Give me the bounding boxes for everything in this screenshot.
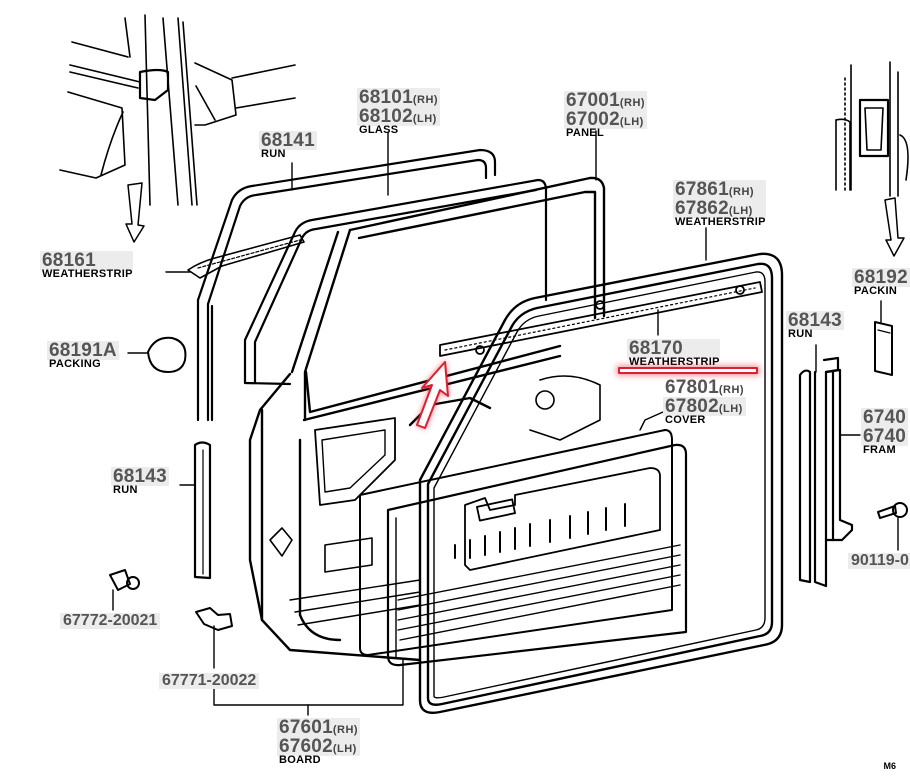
part-number: 67862 [675, 198, 729, 219]
part-name: COVER [665, 414, 706, 426]
part-number: 67002 [566, 109, 620, 130]
part-name: BOARD [279, 754, 321, 766]
weatherstrip-67861-ring [418, 252, 784, 714]
part-name: RUN [113, 484, 138, 496]
highlight-arrow [416, 361, 449, 429]
label-run-right: 68143 RUN [786, 311, 844, 340]
label-weatherstrip-upper: 68161 WEATHERSTRIP [40, 251, 133, 280]
label-board: 67601(RH) 67602(LH) BOARD [277, 717, 361, 766]
run-68141-outline [196, 148, 497, 422]
label-cover: 67801(RH) 67802(LH) COVER [663, 377, 747, 426]
part-name: WEATHERSTRIP [629, 356, 720, 368]
part-name: RUN [261, 148, 286, 160]
label-weatherstrip-door: 67861(RH) 67862(LH) WEATHERSTRIP [673, 180, 766, 228]
side-indicator: (LH) [332, 743, 357, 755]
code-screw: 67772-20021 [60, 613, 161, 629]
part-number: 68102 [359, 106, 413, 127]
side-indicator: (RH) [412, 94, 439, 106]
part-number: 68191A [49, 340, 117, 361]
label-glass: 68101(RH) 68102(LH) GLASS [357, 87, 441, 136]
part-number: 67861 [675, 179, 729, 200]
side-indicator: (LH) [619, 116, 644, 128]
side-indicator: (RH) [332, 724, 359, 736]
side-indicator: (LH) [412, 113, 437, 125]
packing-68192-detail [877, 329, 891, 334]
part-name: FRAM [863, 444, 896, 456]
vehicle-body-context-right [835, 61, 909, 197]
frame-6740-channel [824, 368, 854, 542]
weatherstrip-68170-shape [439, 281, 763, 357]
part-number: 68170 [629, 338, 683, 359]
screw-67772-shape [109, 569, 140, 591]
label-run-upper: 68141 RUN [259, 131, 317, 160]
part-name: WEATHERSTRIP [675, 216, 766, 228]
part-name: PACKING [49, 358, 102, 370]
code-bolt: 90119-0 [848, 553, 910, 569]
part-name: RUN [788, 328, 813, 340]
label-packing-left: 68191A PACKING [47, 341, 119, 370]
side-indicator: (LH) [718, 403, 743, 415]
door-panel-67001 [248, 176, 606, 662]
label-panel: 67001(RH) 67002(LH) PANEL [564, 90, 648, 139]
leader-lines [112, 130, 899, 716]
page-code: M6 [883, 761, 896, 771]
vehicle-body-context [59, 14, 296, 206]
down-arrow-left [125, 182, 145, 243]
side-indicator: (RH) [718, 384, 745, 396]
part-number: 67602 [279, 736, 333, 757]
part-number: 68141 [261, 130, 315, 151]
part-name: PACKIN [854, 285, 898, 297]
down-arrow-right [884, 197, 905, 257]
side-indicator: (RH) [728, 186, 755, 198]
part-number: 67801 [665, 377, 719, 398]
glass-68101-outline [243, 178, 548, 386]
label-run-left: 68143 RUN [111, 467, 169, 496]
packing-68191a-shape [147, 336, 187, 373]
part-number: 68192 [854, 267, 908, 288]
part-number: 68161 [42, 250, 96, 271]
part-number: 68143 [788, 310, 842, 331]
run-68143-left [193, 441, 212, 580]
side-indicator: (RH) [619, 97, 646, 109]
packing-68192-shape [874, 321, 893, 376]
side-indicator: (LH) [728, 205, 753, 217]
part-number: 67802 [665, 396, 719, 417]
label-frame: 6740 6740 FRAM [861, 407, 909, 456]
code-clip: 67771-20022 [159, 673, 260, 689]
label-packing-right: 68192 PACKIN [852, 268, 910, 297]
part-name: GLASS [359, 124, 399, 136]
part-number: 6740 [863, 426, 907, 447]
weatherstrip-68161-shape [187, 234, 305, 279]
label-weatherstrip-belt: 68170 WEATHERSTRIP [627, 339, 720, 368]
clip-67771-shape [195, 607, 233, 631]
part-number: 6740 [863, 407, 907, 428]
part-number: 68101 [359, 87, 413, 108]
part-number: 68143 [113, 466, 167, 487]
cover-67801-sheet [359, 429, 673, 656]
part-name: PANEL [566, 127, 604, 139]
board-67601-trim [386, 443, 688, 667]
part-number: 67601 [279, 717, 333, 738]
part-number: 67001 [566, 90, 620, 111]
bolt-90119-shape [877, 502, 908, 519]
weatherstrip-68161-texture [197, 239, 301, 269]
part-name: WEATHERSTRIP [42, 268, 133, 280]
highlight-underline [618, 367, 758, 374]
